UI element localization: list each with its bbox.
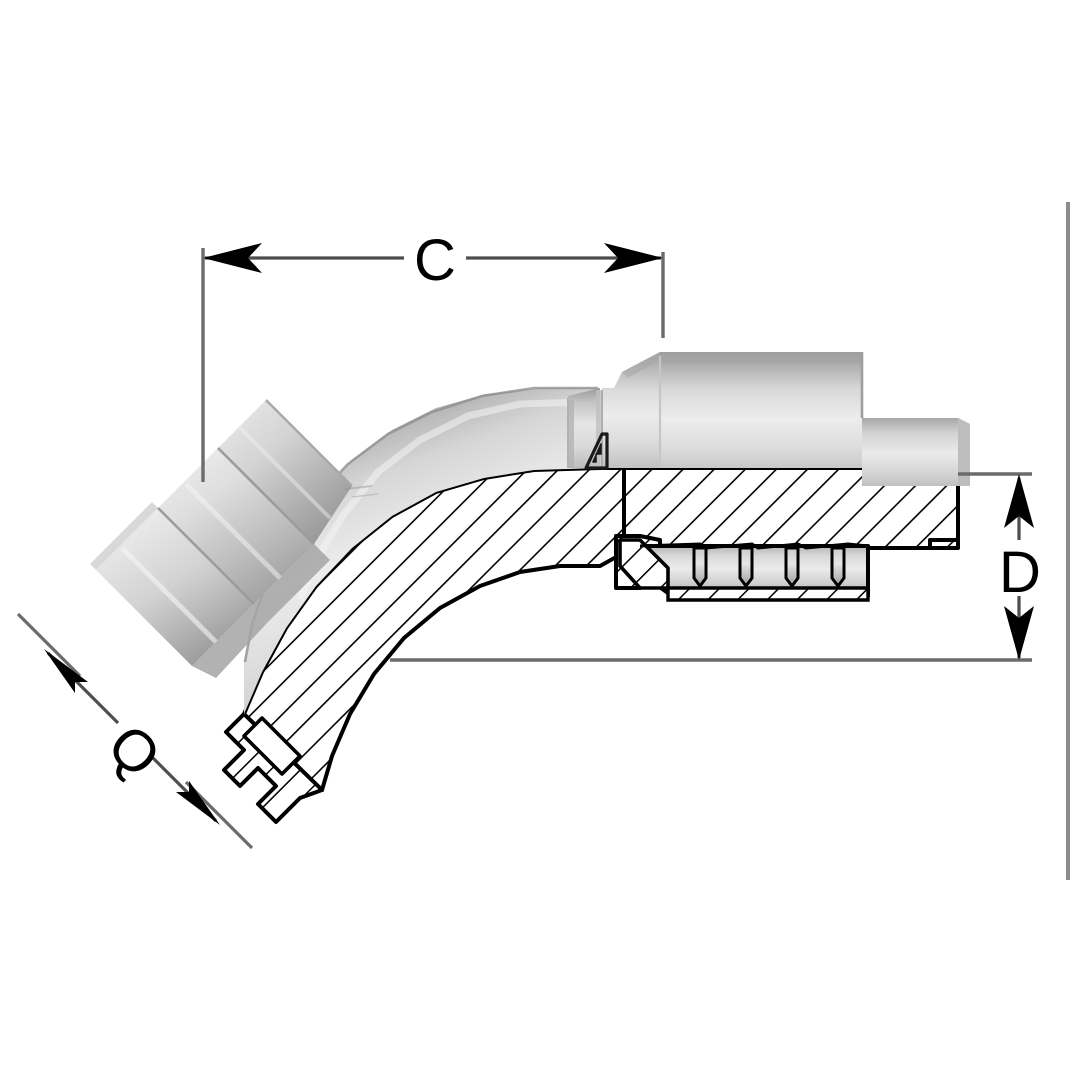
dimension-c: C — [201, 228, 665, 482]
manufacturer-logo-icon — [584, 432, 609, 470]
dim-d-arrow-top — [1004, 474, 1034, 528]
dim-c-label: C — [414, 228, 456, 293]
flange-highlights — [120, 426, 332, 644]
barb-lower-section — [666, 586, 870, 602]
dim-q-arrow-top — [44, 649, 88, 693]
flange-head-middle — [158, 448, 314, 604]
elbow-bend-body — [244, 388, 600, 714]
ferrule-inner-taper — [618, 538, 670, 590]
dim-q-label: Q — [95, 712, 173, 790]
dim-q-ext-top — [16, 612, 82, 678]
dimension-d: D — [390, 472, 1041, 662]
ferrule-tail — [862, 418, 970, 486]
flange-face — [90, 502, 158, 570]
ferrule-tail-end-cap — [958, 418, 970, 486]
dim-d-label: D — [999, 540, 1041, 605]
part-upper-solid — [90, 352, 970, 714]
ferrule-top-chamfer — [622, 352, 862, 378]
dim-c-arrow-left — [203, 243, 262, 273]
flange-underside-shadow — [192, 544, 330, 678]
hose-barb-serrations — [692, 546, 846, 589]
flange-seal-groove — [242, 716, 302, 776]
fitting-collar — [568, 388, 600, 468]
ferrule-bore-contact-line — [639, 542, 869, 550]
flange-step-edges — [157, 399, 353, 605]
flange-head-outer — [96, 508, 254, 666]
bend-surface-ticks — [344, 485, 379, 498]
collar-groove-left — [568, 400, 574, 468]
flange-head-neck — [218, 400, 352, 544]
dim-c-arrow-right — [604, 243, 663, 273]
dim-q-arrow-bottom — [176, 781, 220, 825]
body-edges — [567, 352, 864, 468]
ferrule-shoulder — [602, 352, 660, 468]
dim-d-arrow-bottom — [1004, 606, 1034, 660]
section-hatching — [222, 466, 960, 824]
ferrule-body — [660, 352, 862, 468]
